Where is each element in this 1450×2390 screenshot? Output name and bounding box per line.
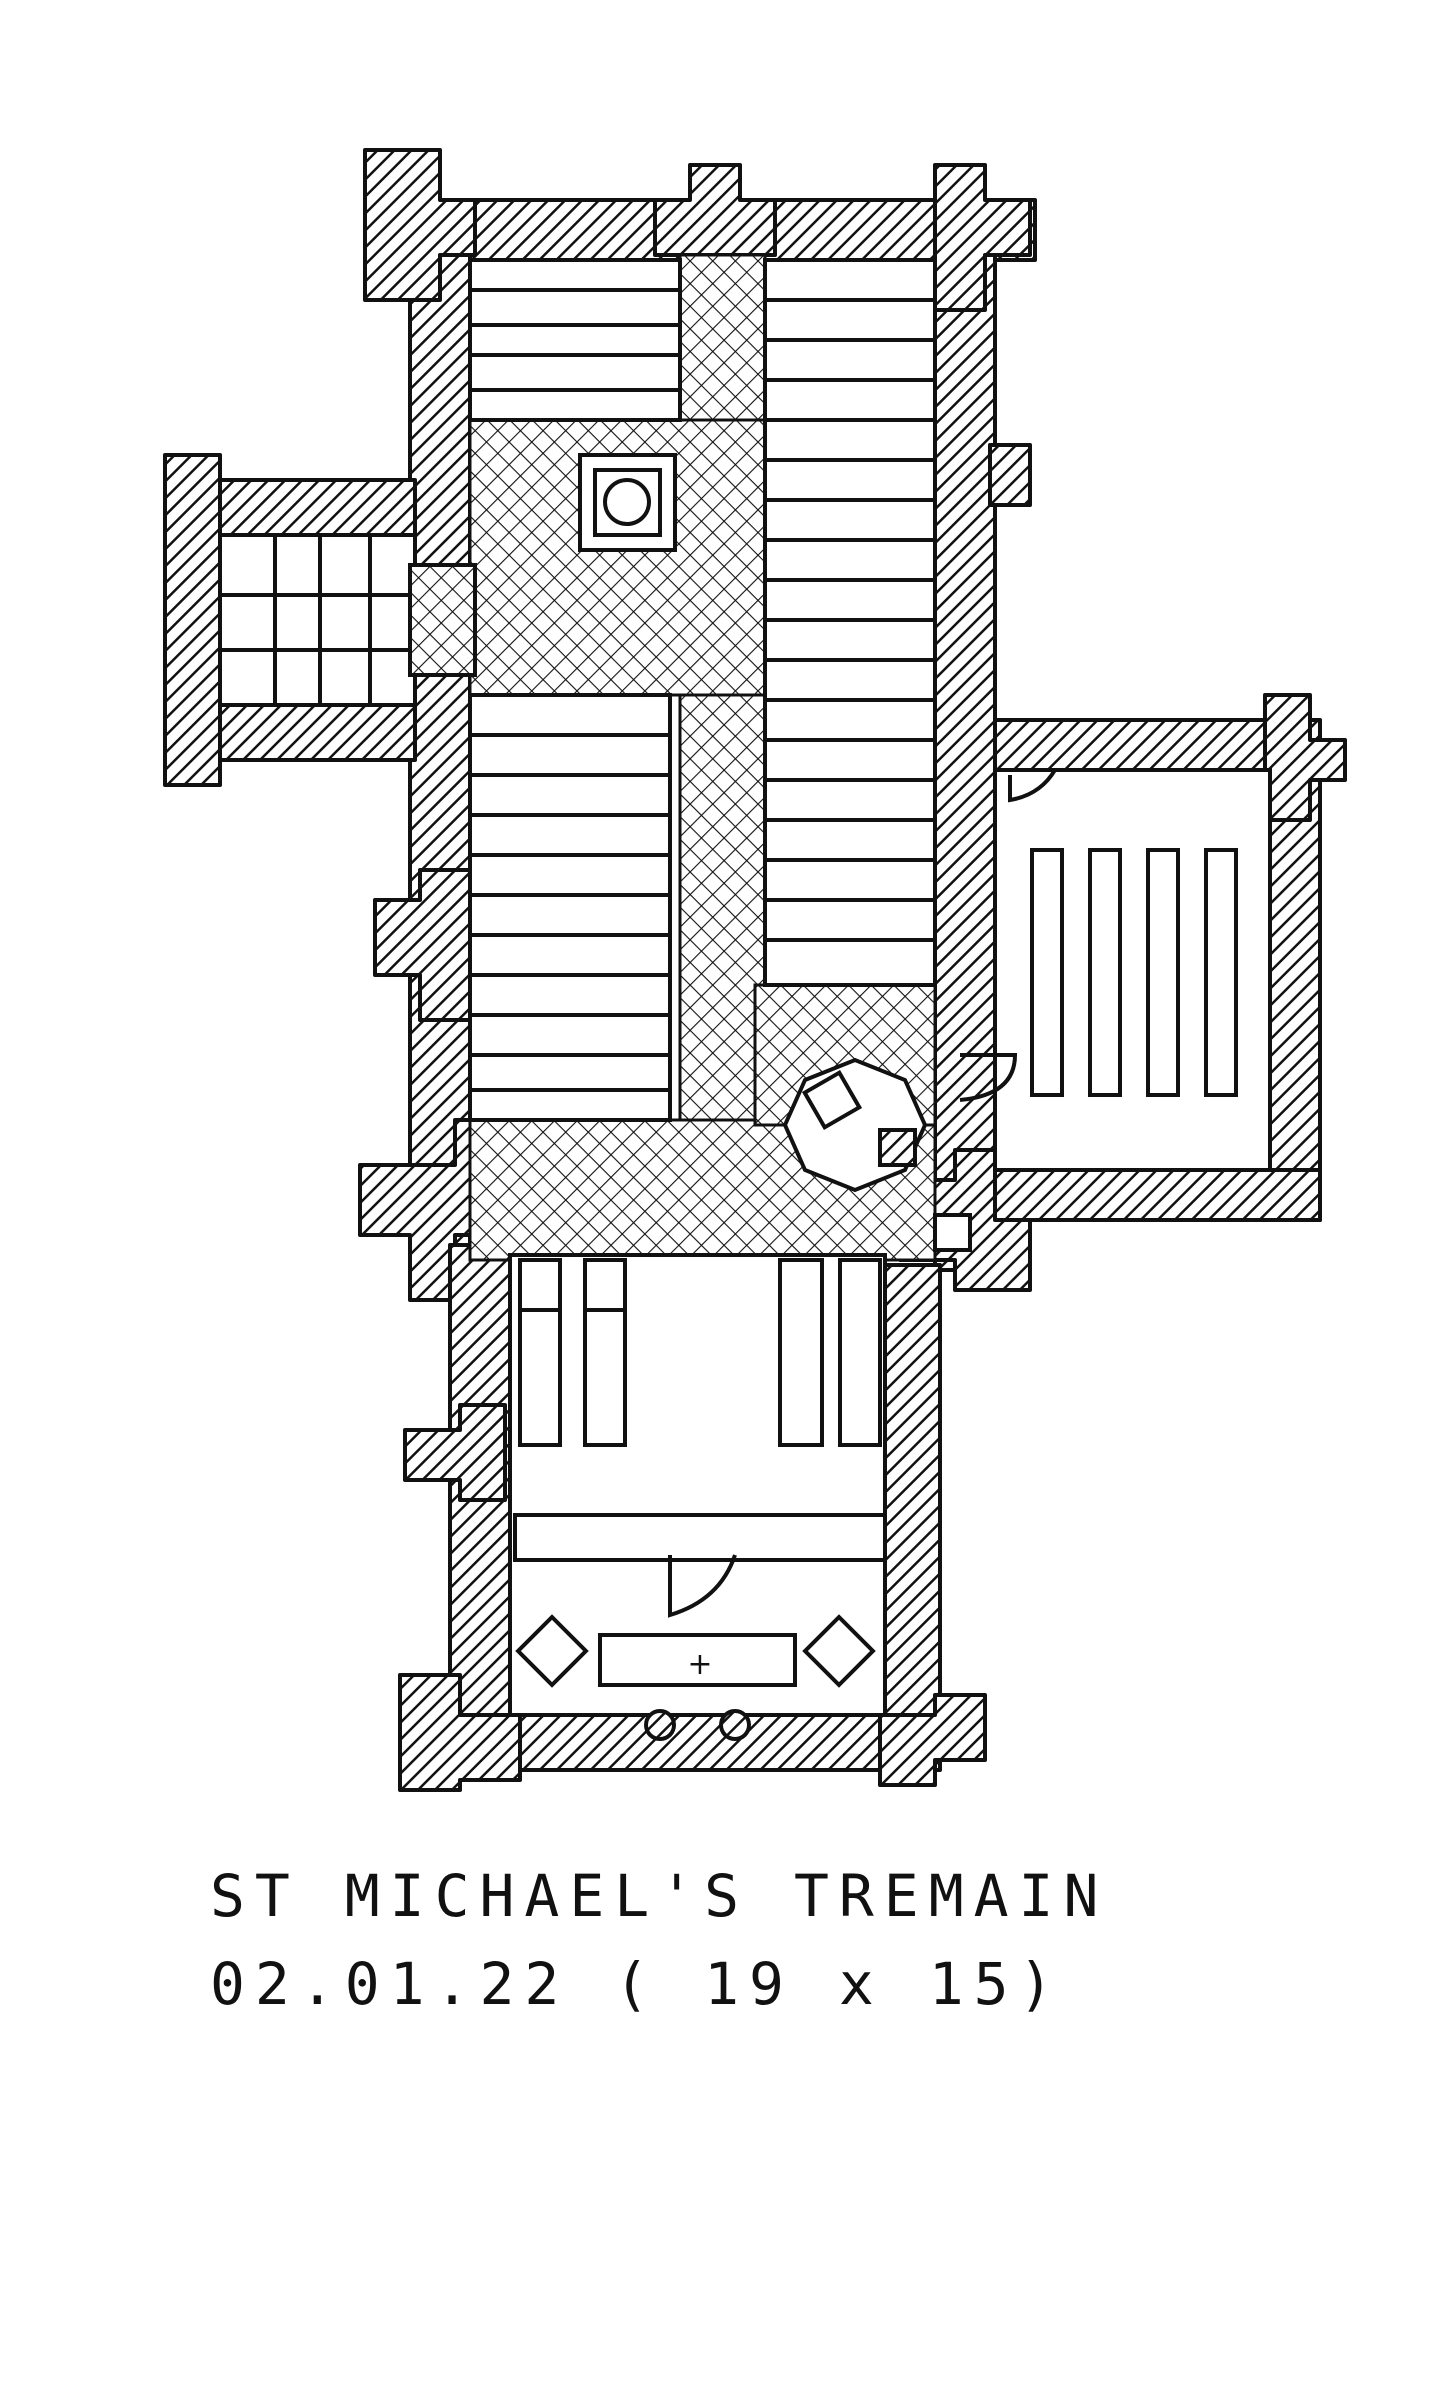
vestry-door-swing [1008,768,1057,803]
vestry-side-door [959,1053,1018,1102]
buttress-ne-chancel [878,1693,987,1787]
porch-door-gap [408,563,477,677]
vestry [959,768,1272,1172]
pulpit [782,1057,972,1252]
nave-north-wall [933,198,997,1272]
chancel-north-wall [883,1263,942,1767]
chancel-east-wall [448,1713,942,1772]
sedilia-left [515,1614,589,1688]
altar-cross: + [687,1647,712,1682]
buttress-south [373,868,472,1022]
porch [218,533,477,707]
drawing-title: ST MICHAEL'S TREMAIN [210,1862,1109,1930]
vestry-benches [1030,848,1238,1097]
altar-rail-gate [668,1554,737,1618]
walls [163,148,1347,1792]
buttress-north-small [988,443,1032,507]
buttress-mid-west [653,163,777,257]
altar-rail [513,1513,887,1562]
choir-stall-right-a [778,1258,824,1447]
central-aisle [678,253,767,1242]
font [578,453,677,552]
choir-stall-left-a [518,1258,562,1447]
pews [468,258,937,1122]
sedilia-right [802,1614,876,1688]
pew-block-right [763,258,937,987]
buttress-nw [363,148,477,302]
drawing-date-and-dimensions: 02.01.22 ( 19 x 15) [210,1950,1064,2018]
choir-stall-left-b [583,1258,627,1447]
buttress-chancel-south [403,1403,507,1502]
vestry-bottom-wall [993,1168,1322,1222]
buttress-vestry [1263,693,1347,822]
font-bowl [603,478,651,526]
porch-floor [218,533,417,707]
altar [598,1633,797,1687]
choir-stall-right-b [838,1258,882,1447]
pew-block-wl [468,258,682,422]
buttress-se [398,1673,522,1792]
pew-block-left-lower [468,693,672,1122]
chancel [508,1253,887,1741]
buttress-ne [933,163,1032,312]
nave-south-wall [408,198,472,1252]
porch-end-wall [163,453,222,787]
